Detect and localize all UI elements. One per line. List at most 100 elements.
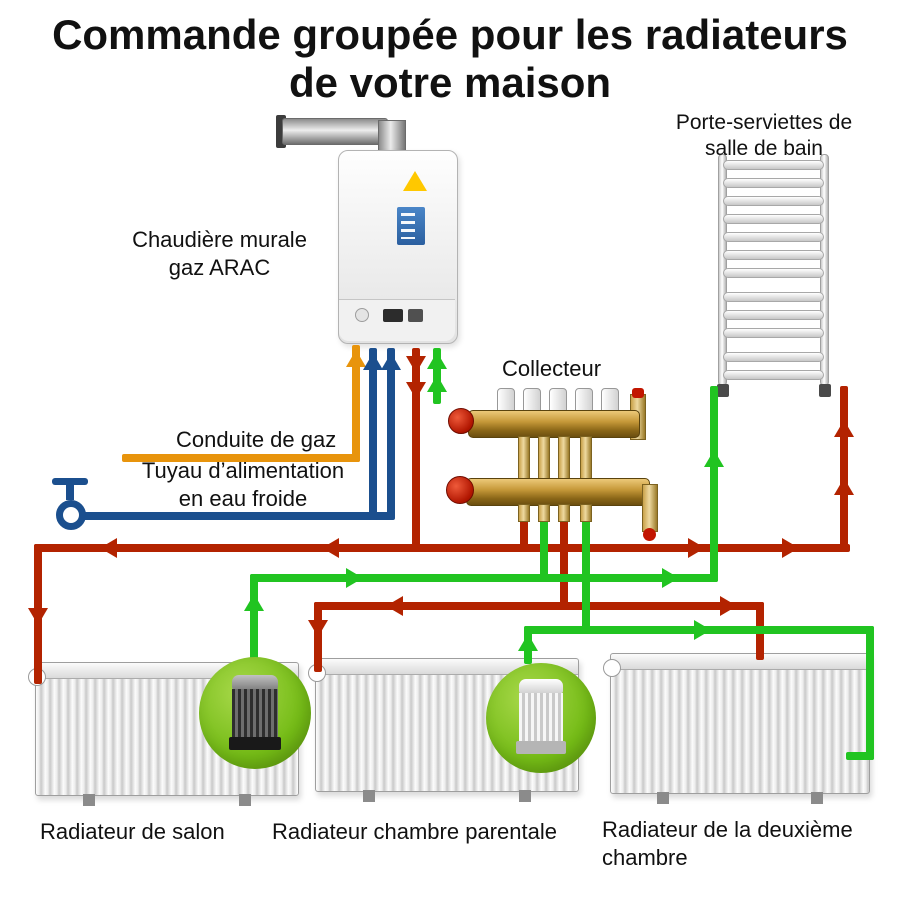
boiler-display <box>383 309 403 322</box>
radiator-valve-knob <box>603 659 621 677</box>
towel-rung <box>723 178 824 188</box>
return-flow-arrow-icon <box>427 375 447 392</box>
hot-flow-arrow-icon <box>100 538 117 558</box>
hot-supply-secondary-horizontal <box>314 602 764 610</box>
thermostatic-head-body <box>232 689 278 739</box>
hot-flow-arrow-icon <box>406 382 426 399</box>
manifold-air-vent-bottom <box>642 484 658 532</box>
towel-rung <box>723 370 824 380</box>
smart-valve-highlight-circle-2 <box>486 663 596 773</box>
towel-rail-label-line2: salle de bain <box>705 137 823 161</box>
return-flow-arrow-icon <box>662 568 679 588</box>
gas-flow-arrow-icon <box>346 350 366 367</box>
gas-pipe-label: Conduite de gaz <box>176 427 337 452</box>
return-second-bedroom-elbow <box>846 752 874 760</box>
cold-water-label: Tuyau d’alimentation en eau froide <box>128 457 358 512</box>
towel-rung <box>723 160 824 170</box>
page-title-line2: de votre maison <box>288 59 612 106</box>
manifold-connector <box>558 436 570 480</box>
cold-water-label-line2: en eau froide <box>178 485 308 511</box>
page-title-line1: Commande groupée pour les radiateurs <box>52 11 848 58</box>
flue-end-cap <box>276 115 286 148</box>
boiler-display-secondary <box>408 309 423 322</box>
towel-rung <box>723 214 824 224</box>
cold-water-pipe-vertical-2 <box>387 348 395 520</box>
radiator-living-room-label: Radiateur de salon <box>40 819 225 844</box>
flue-pipe-vertical <box>378 120 406 154</box>
hot-supply-main-horizontal <box>34 544 850 552</box>
towel-rung <box>723 250 824 260</box>
towel-rail-foot <box>717 384 729 397</box>
air-vent-red-ball <box>643 528 656 541</box>
valve-stem <box>66 484 74 500</box>
boiler-illustration <box>338 150 458 344</box>
towel-rung <box>723 310 824 320</box>
boiler-knob <box>355 308 369 322</box>
cold-water-label-line1: Tuyau d’alimentation <box>141 458 345 483</box>
return-to-towel-rail <box>710 386 718 582</box>
radiator-foot <box>238 794 251 806</box>
towel-rung <box>723 232 824 242</box>
manifold-connector <box>538 436 550 480</box>
smart-valve-highlight-circle-1 <box>199 657 311 769</box>
hot-supply-to-towel-rail <box>840 386 848 552</box>
radiator-foot <box>657 792 670 804</box>
return-manifold-drop-1 <box>540 520 548 582</box>
flue-pipe-horizontal <box>282 118 388 145</box>
manifold-outlet <box>518 504 530 522</box>
towel-rung <box>723 268 824 278</box>
hot-flow-arrow-icon <box>308 620 328 637</box>
hot-flow-arrow-icon <box>28 608 48 625</box>
return-from-second-bedroom-radiator <box>866 626 874 760</box>
return-flow-arrow-icon <box>346 568 363 588</box>
hot-supply-pipe-from-boiler <box>412 348 420 552</box>
manifold-outlet <box>558 504 570 522</box>
towel-rail-foot <box>819 384 831 397</box>
thermostatic-head-base <box>516 741 566 754</box>
manifold-connector <box>580 436 592 480</box>
warning-triangle-icon <box>403 171 427 191</box>
radiator-foot <box>518 790 531 802</box>
manifold-connector <box>518 436 530 480</box>
hot-flow-arrow-icon <box>322 538 339 558</box>
towel-rung <box>723 328 824 338</box>
collector-label: Collecteur <box>502 356 602 381</box>
return-manifold-drop-2 <box>582 520 590 634</box>
towel-rung <box>723 292 824 302</box>
towel-rail-illustration <box>717 154 831 398</box>
thermostatic-head-cap <box>232 675 278 690</box>
radiator-second-bedroom-label: Radiateur de la deuxième chambre <box>602 816 853 871</box>
second-bedroom-radiator-illustration <box>603 653 870 804</box>
hot-flow-arrow-icon <box>688 538 705 558</box>
radiator-master-bedroom-label: Radiateur chambre parentale <box>272 819 557 844</box>
air-vent-red-cap <box>632 388 644 398</box>
hot-flow-arrow-icon <box>834 420 854 437</box>
valve-body <box>56 500 86 530</box>
return-flow-arrow-icon <box>244 594 264 611</box>
return-main-horizontal <box>250 574 718 582</box>
boiler-label-line2: gaz ARAC <box>168 254 271 280</box>
manifold-top-bar <box>468 410 640 438</box>
radiator-foot <box>810 792 823 804</box>
radiator-top-rail <box>611 654 869 670</box>
return-flow-arrow-icon <box>427 352 447 369</box>
return-flow-arrow-icon <box>694 620 711 640</box>
manifold-outlet <box>580 504 592 522</box>
towel-rail-label: Porte-serviettes de salle de bain <box>648 110 880 163</box>
hot-manifold-drop-1 <box>520 520 528 552</box>
water-valve-icon <box>50 478 96 538</box>
hot-flow-arrow-icon <box>386 596 403 616</box>
boiler-label: Chaudière murale gaz ARAC <box>112 226 327 281</box>
hot-manifold-drop-2 <box>560 520 568 610</box>
hot-flow-arrow-icon <box>720 596 737 616</box>
boiler-label-line1: Chaudière murale <box>132 227 307 252</box>
cold-water-flow-arrow-icon <box>363 353 383 370</box>
return-flow-arrow-icon <box>704 450 724 467</box>
thermostatic-head-dark <box>229 675 281 751</box>
towel-rail-label-line1: Porte-serviettes de <box>675 111 853 134</box>
towel-rung <box>723 196 824 206</box>
radiator-second-bedroom-label-line2: chambre <box>602 844 688 870</box>
gas-pipe-vertical <box>352 345 360 462</box>
hot-flow-arrow-icon <box>782 538 799 558</box>
